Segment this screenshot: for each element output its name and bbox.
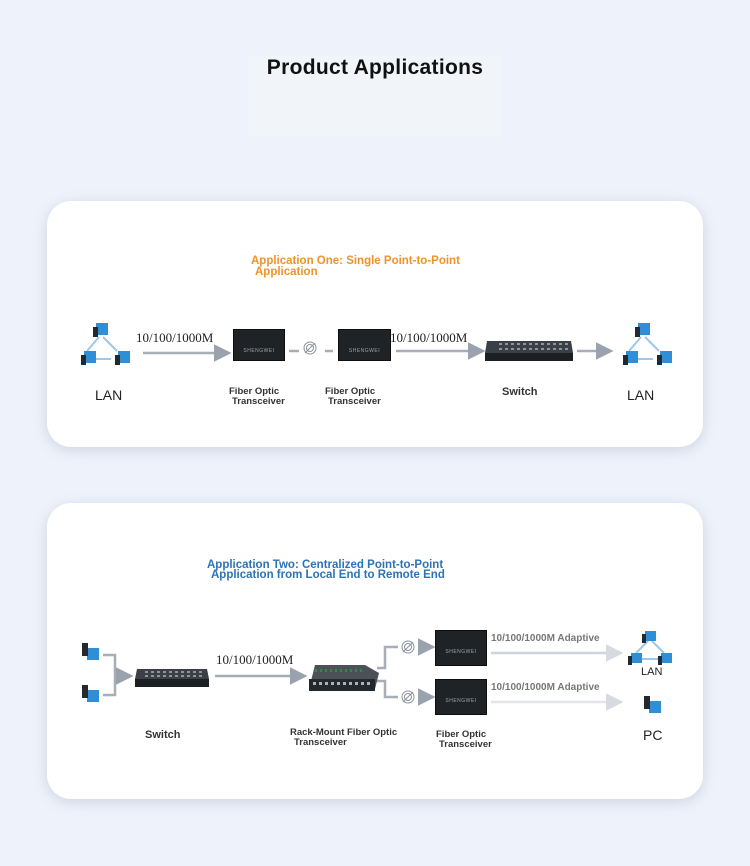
app1-title-line2: Application (255, 266, 318, 278)
rack-transceiver-label: Transceiver (294, 737, 347, 748)
switch-label: Switch (502, 386, 538, 398)
fiber-transceiver-icon: SHENGWEI (435, 679, 487, 715)
rack-transceiver-label: Rack-Mount Fiber Optic (290, 727, 398, 738)
transceiver-label: Fiber Optic (436, 729, 487, 740)
transceiver-label: Transceiver (439, 739, 492, 750)
transceiver-label: Transceiver (328, 396, 381, 407)
application-two-card: Application Two: Centralized Point-to-Po… (47, 503, 703, 799)
adaptive-label: 10/100/1000M Adaptive (491, 682, 600, 693)
lan-computers-icon (623, 323, 672, 365)
transceiver-label: Fiber Optic (325, 386, 376, 397)
computer-icon (82, 685, 99, 702)
app2-title-line1: Application Two: Centralized Point-to-Po… (207, 559, 444, 571)
fiber-transceiver-icon: SHENGWEI (435, 630, 487, 666)
network-switch-icon (135, 669, 209, 687)
switch-label: Switch (145, 729, 181, 741)
fiber-transceiver-icon: SHENGWEI (338, 329, 391, 361)
application-one-card: Application One: Single Point-to-Point A… (47, 201, 703, 447)
app2-title-line2: Application from Local End to Remote End (211, 569, 445, 581)
fiber-transceiver-icon: SHENGWEI (233, 329, 285, 361)
computer-icon (82, 643, 99, 660)
app2-connections (82, 631, 672, 713)
adaptive-label: 10/100/1000M Adaptive (491, 633, 600, 644)
lan-label: LAN (95, 387, 123, 403)
fiber-coil-icon (401, 690, 415, 704)
speed-label: 10/100/1000M (216, 652, 294, 667)
pc-label: PC (643, 727, 663, 743)
rack-transceiver-icon (309, 665, 379, 691)
speed-label: 10/100/1000M (390, 330, 468, 345)
lan-label: LAN (627, 387, 655, 403)
transceiver-label: Transceiver (232, 396, 285, 407)
app1-title-line1: Application One: Single Point-to-Point (251, 255, 460, 267)
lan-computers-icon (81, 323, 130, 365)
speed-label: 10/100/1000M (136, 330, 214, 345)
fiber-coil-icon (303, 341, 317, 355)
page-title: Product Applications (248, 56, 502, 136)
computer-icon (644, 696, 661, 713)
lan-computers-icon (628, 631, 672, 665)
transceiver-label: Fiber Optic (229, 386, 280, 397)
app1-connections (81, 323, 672, 365)
network-switch-icon (485, 341, 573, 361)
lan-label: LAN (641, 666, 663, 678)
fiber-coil-icon (401, 640, 415, 654)
